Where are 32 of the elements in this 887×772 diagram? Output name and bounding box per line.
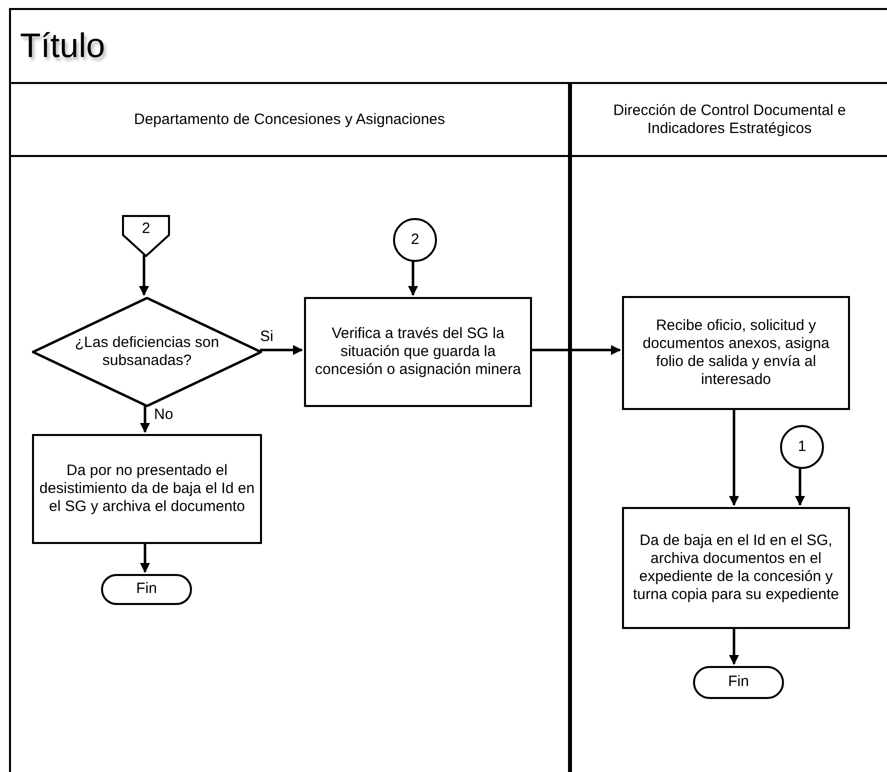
connector-number: 2 xyxy=(142,219,150,239)
arrow xyxy=(530,345,621,355)
arrow xyxy=(408,260,418,296)
process-box xyxy=(622,296,850,410)
lane-header: Departamento de Concesiones y Asignaciones xyxy=(134,110,446,128)
process-text: Recibe oficio, solicitud y documentos anexos, asigna folio de salida y envía al interesado xyxy=(642,317,830,389)
decision-diamond xyxy=(32,297,262,407)
connector-number: 1 xyxy=(798,436,806,457)
off-page-connector xyxy=(122,215,170,257)
process-box xyxy=(304,297,532,407)
process-text: Da por no presentado el desistimiento da de baja el Id en el SG y archiva el documento xyxy=(38,462,256,516)
process-box xyxy=(32,434,262,544)
terminator-text: Fin xyxy=(728,672,749,692)
arrow xyxy=(729,408,739,506)
process-text: Da de baja en el Id en el SG, archiva documentos en el expediente de la concesión y turna copia para su expediente xyxy=(632,532,840,604)
swimlane xyxy=(570,82,887,772)
decision-text: ¿Las deficiencias son subsanadas? xyxy=(74,334,220,370)
process-box xyxy=(622,507,850,629)
lane-header: Dirección de Control Documental e Indicadores Estratégicos xyxy=(612,102,847,138)
arrow xyxy=(140,405,150,433)
arrow xyxy=(795,467,805,506)
arrow xyxy=(729,627,739,665)
process-text: Verifica a través del SG la situación que guarda la concesión o asignación minera xyxy=(314,325,522,379)
arrow xyxy=(140,542,150,573)
terminator-text: Fin xyxy=(136,579,157,600)
diagram-title: Título xyxy=(20,26,106,66)
terminator xyxy=(693,666,784,699)
arrow xyxy=(260,345,303,355)
connector-number: 2 xyxy=(410,230,420,250)
terminator xyxy=(101,574,192,605)
arrow xyxy=(139,255,149,296)
swimlane xyxy=(9,82,570,772)
